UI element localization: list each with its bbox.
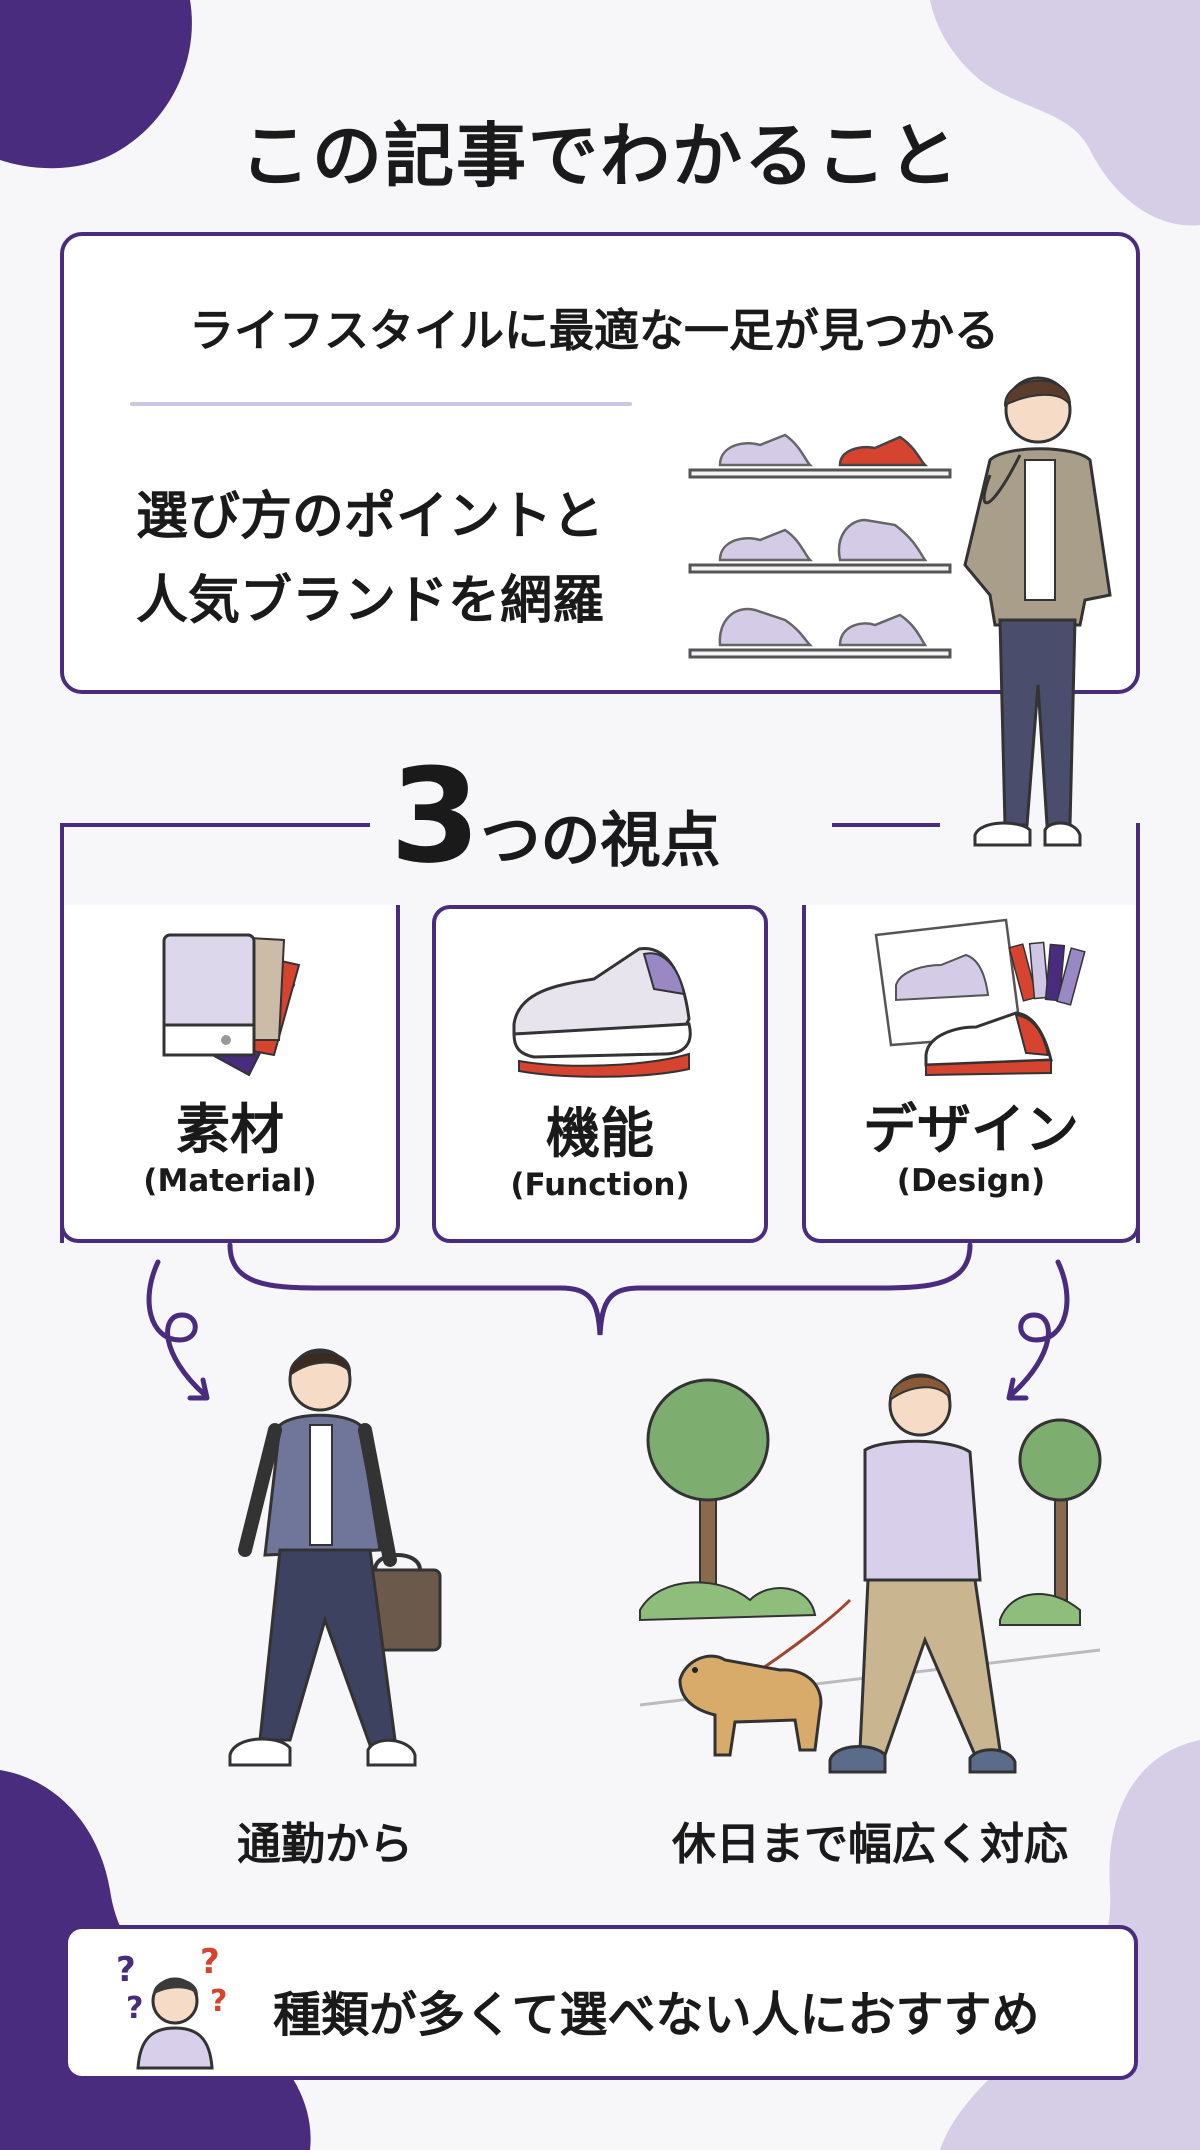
shoe-icon [718,528,814,562]
viewpoints-number: 3 [390,740,481,892]
shoe-icon [718,433,814,467]
thinking-man-illustration [963,376,1112,847]
question-mark-icon: ? [116,1950,136,1990]
shoe-icon [838,613,928,647]
viewpoints-heading-text: つの視点 [480,806,721,876]
summary-line-1: ライフスタイルに最適な一足が見つかる [188,304,999,357]
viewpoint-label-jp: 機能 [546,1102,654,1165]
question-mark-icon: ? [200,1942,220,1982]
summary-box: ライフスタイルに最適な一足が見つかる 選び方のポイントと 人気ブランドを網羅 [60,232,1140,694]
summary-line-2a: 選び方のポイントと [136,487,605,547]
viewpoints-line-left [60,823,370,827]
corner-blob-top-left [0,0,192,169]
shoe-icon [718,607,814,647]
fabric-swatch-icon [162,933,301,1077]
viewpoint-card-material: 素材 (Material) [60,905,400,1243]
divider [130,402,632,406]
shoe-icon [837,518,928,562]
viewpoint-card-design: デザイン (Design) [802,905,1140,1243]
scene-caption-commute: 通勤から [237,1819,413,1870]
viewpoint-label-en: (Material) [143,1163,317,1199]
summary-line-2b: 人気ブランドを網羅 [136,571,605,631]
viewpoint-card-function: 機能 (Function) [432,905,768,1243]
viewpoints-line-right [832,823,940,827]
recommend-box: ? ? ? ? 種類が多くて選べない人におすすめ [64,1925,1138,2080]
page-title: この記事でわかること [240,115,960,197]
commuter-illustration [228,1348,442,1767]
viewpoints-heading: 3つの視点 [390,740,820,892]
running-shoe-icon [512,947,692,1078]
viewpoint-label-en: (Design) [896,1163,1046,1199]
brace-connector [146,1242,1070,1401]
recommend-text: 種類が多くて選べない人におすすめ [273,1987,1040,2043]
curly-arrow-left-icon [146,1259,208,1398]
design-sketch-icon [874,918,1086,1077]
question-mark-icon: ? [210,1984,227,2019]
viewpoint-label-jp: 素材 [176,1098,284,1161]
question-mark-icon: ? [126,1991,143,2026]
shoe-shelf-illustration [688,433,952,659]
viewpoint-label-jp: デザイン [863,1098,1079,1161]
viewpoint-label-en: (Function) [510,1167,690,1203]
corner-blob-top-right [930,0,1200,226]
shoe-icon [838,435,929,467]
weekend-walk-illustration [639,1373,1102,1774]
scene-caption-weekend: 休日まで幅広く対応 [672,1819,1068,1870]
curly-arrow-right-icon [1008,1259,1070,1398]
confused-person-icon: ? ? ? ? [116,1942,227,2070]
